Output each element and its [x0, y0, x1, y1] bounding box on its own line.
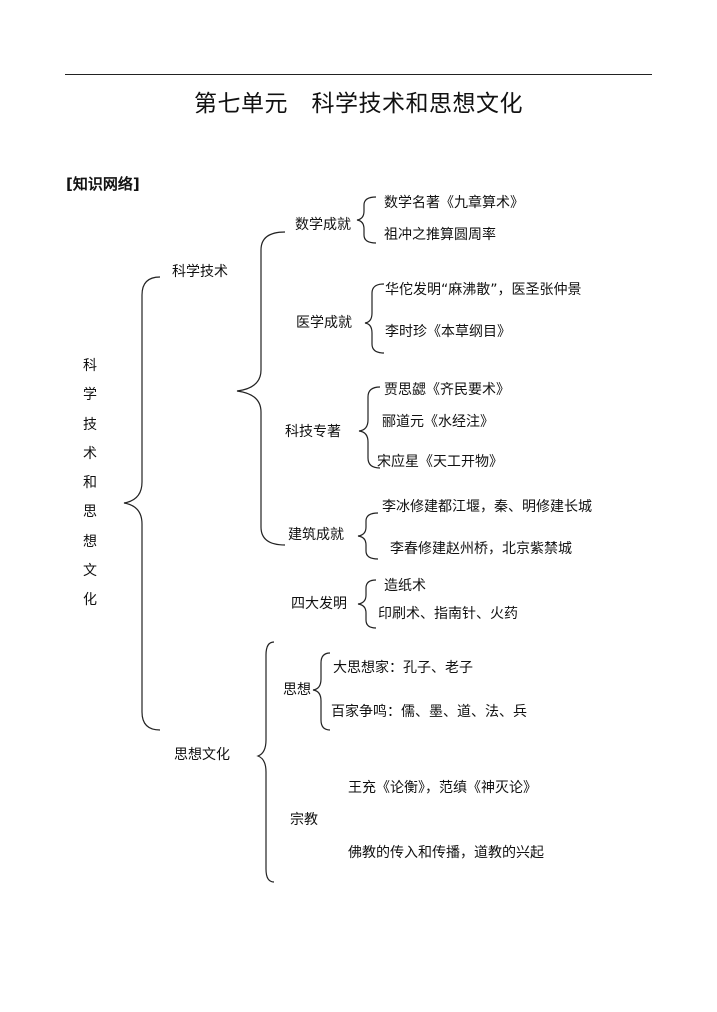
brace-root — [123, 276, 161, 731]
item-math-2: 祖冲之推算圆周率 — [384, 227, 496, 243]
root-char: 术 — [83, 445, 97, 462]
brace-architecture — [357, 512, 379, 560]
brace-inventions — [357, 579, 377, 629]
root-char: 化 — [83, 592, 97, 609]
section-heading: [知识网络] — [66, 175, 140, 193]
header-rule — [65, 74, 652, 75]
page-title: 第七单元 科学技术和思想文化 — [194, 91, 523, 117]
item-religion-2: 佛教的传入和传播，道教的兴起 — [348, 845, 544, 861]
group-inventions: 四大发明 — [291, 596, 347, 612]
brace-philosophy — [312, 652, 331, 731]
item-medicine-2: 李时珍《本草纲目》 — [385, 324, 511, 340]
root-node: 科学技术和思想文化 — [82, 352, 98, 616]
item-math-1: 数学名著《九章算术》 — [384, 195, 524, 211]
brace-medicine — [364, 283, 385, 354]
item-inventions-2: 印刷术、指南针、火药 — [378, 606, 518, 622]
brace-works — [358, 386, 381, 469]
root-char: 学 — [83, 387, 97, 404]
item-religion-1: 王充《论衡》，范缜《神灭论》 — [348, 780, 537, 796]
group-architecture: 建筑成就 — [288, 527, 344, 543]
item-works-2: 郦道元《水经注》 — [382, 414, 494, 430]
root-char: 和 — [83, 475, 97, 492]
group-medicine: 医学成就 — [296, 315, 352, 331]
node-thought: 思想文化 — [174, 747, 230, 763]
root-char: 文 — [83, 563, 97, 580]
item-works-3: 宋应星《天工开物》 — [377, 454, 503, 470]
item-architecture-1: 李冰修建都江堰，秦、明修建长城 — [382, 499, 592, 515]
item-architecture-2: 李春修建赵州桥，北京紫禁城 — [390, 541, 572, 557]
item-inventions-1: 造纸术 — [384, 578, 426, 594]
item-medicine-1: 华佗发明“麻沸散”，医圣张仲景 — [385, 282, 582, 298]
group-religion: 宗教 — [290, 812, 318, 828]
node-science: 科学技术 — [172, 264, 228, 280]
item-philosophy-2: 百家争鸣：儒、墨、道、法、兵 — [331, 704, 527, 720]
item-philosophy-1: 大思想家：孔子、老子 — [333, 660, 473, 676]
brace-science — [236, 231, 286, 546]
group-math: 数学成就 — [295, 217, 351, 233]
group-philosophy: 思想 — [283, 682, 311, 698]
root-char: 技 — [83, 416, 97, 433]
root-char: 想 — [83, 533, 97, 550]
brace-math — [356, 196, 377, 244]
group-works: 科技专著 — [285, 424, 341, 440]
brace-thought — [256, 641, 275, 883]
item-works-1: 贾思勰《齐民要术》 — [384, 382, 510, 398]
root-char: 科 — [83, 358, 97, 374]
root-char: 思 — [83, 504, 97, 521]
